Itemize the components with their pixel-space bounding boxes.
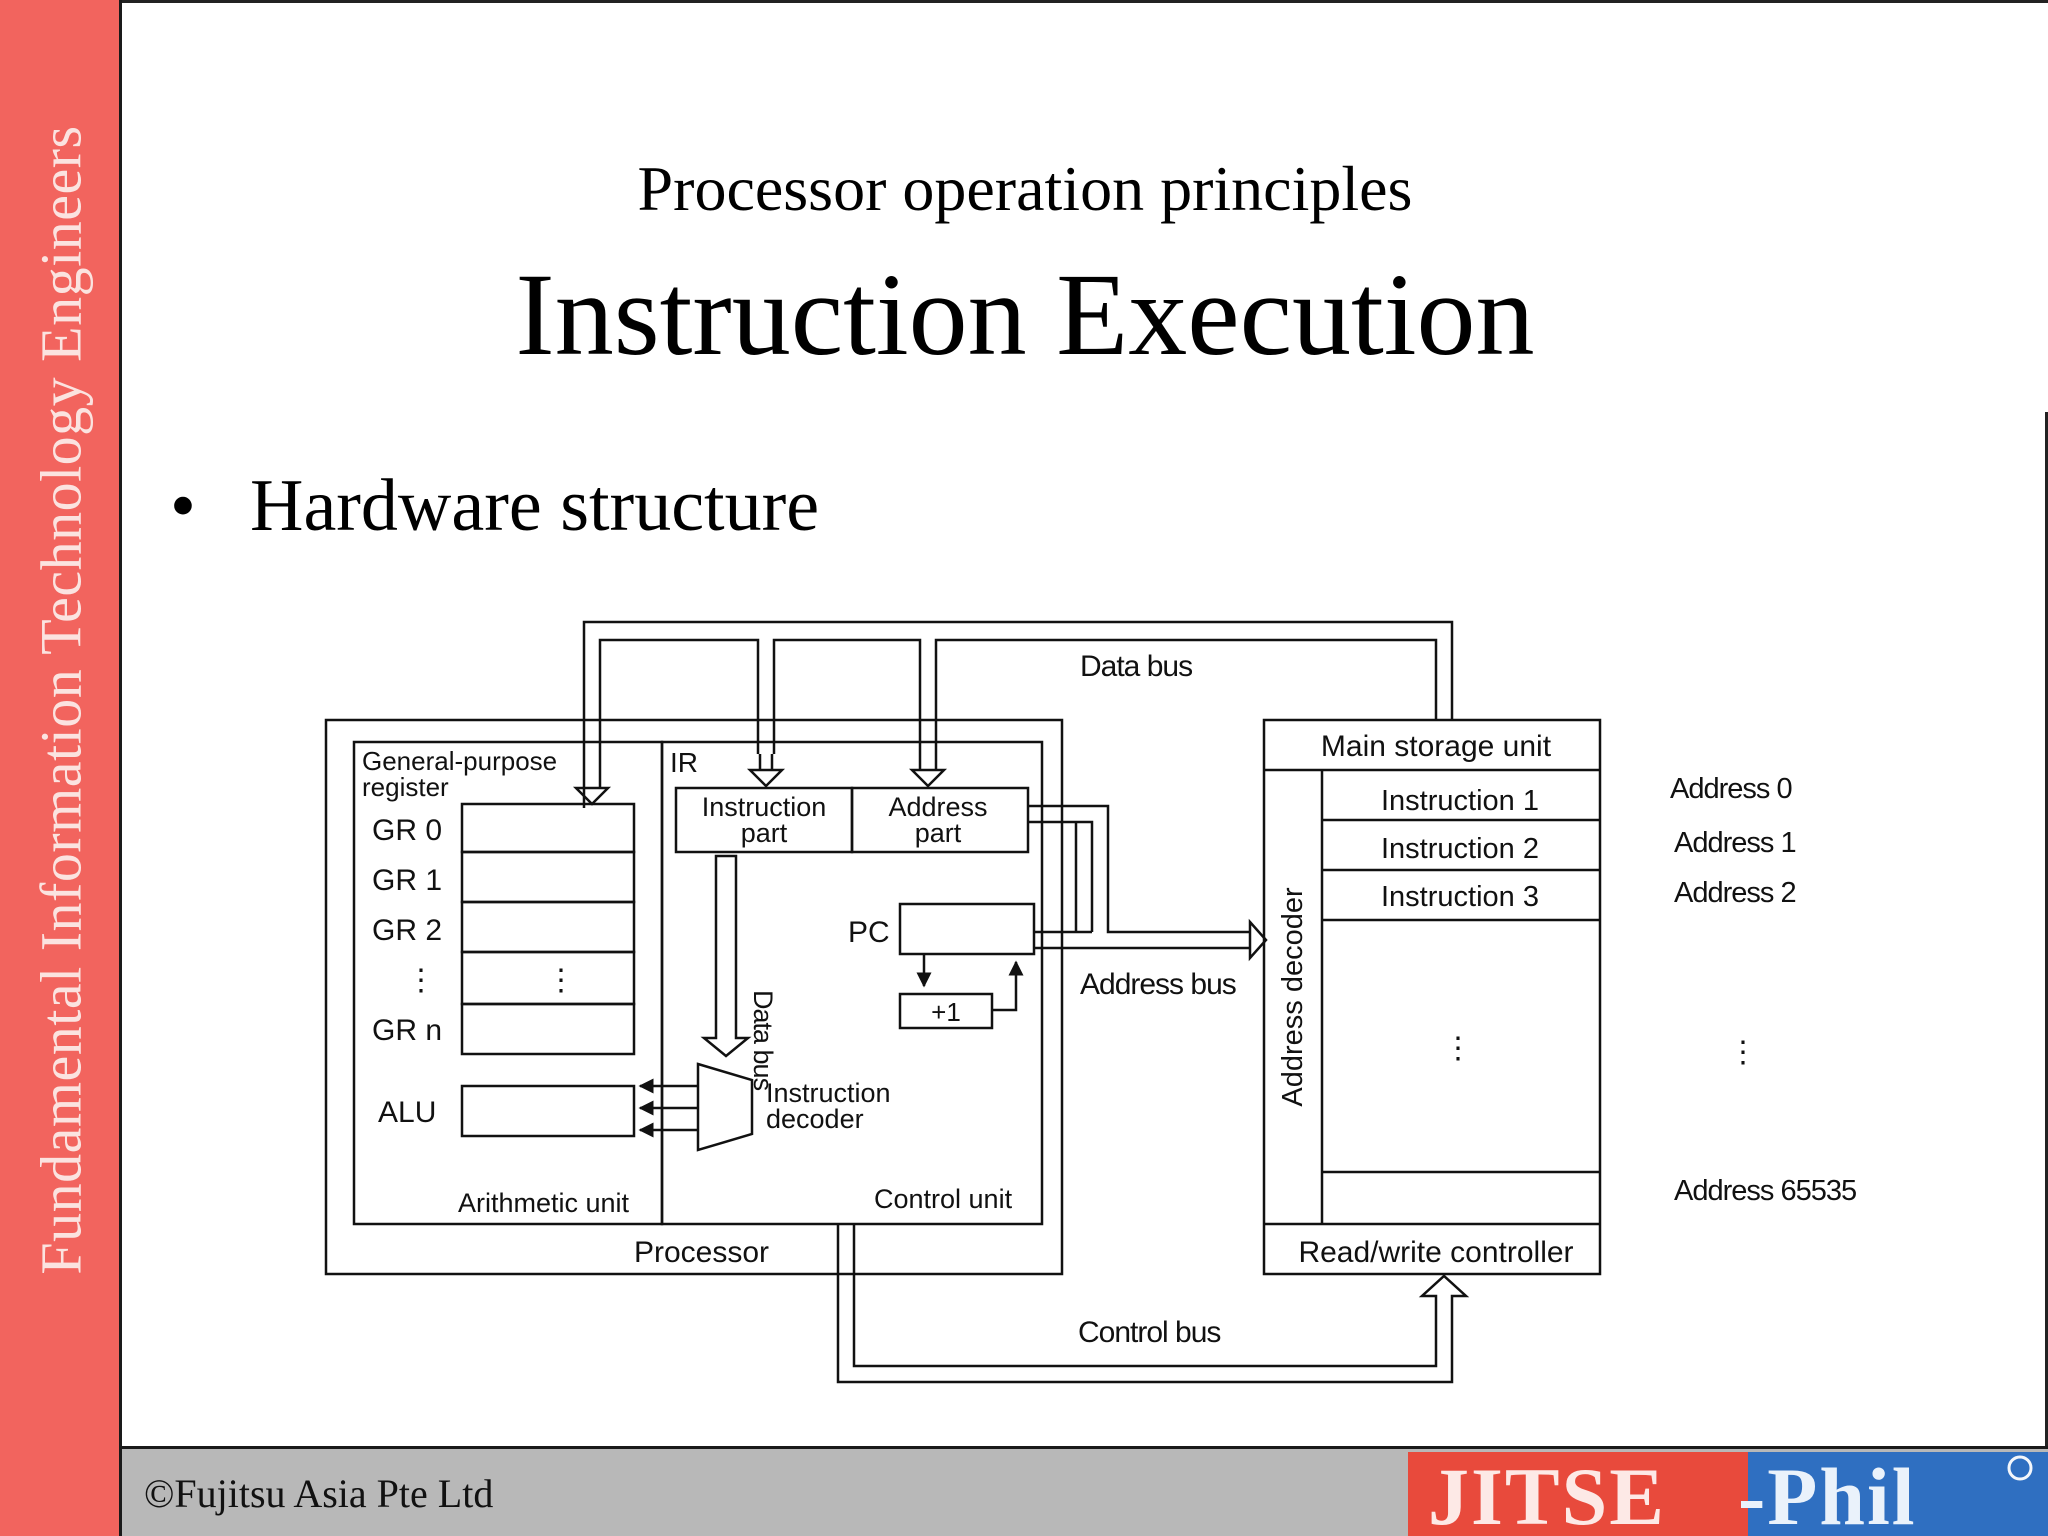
data-bus-vertical-label: Data bus [748,990,778,1091]
ir-address-part [850,786,1030,854]
bullet-text: Hardware structure [250,465,820,547]
slide-title: Instruction Execution [515,249,1535,380]
gr-dots-label: ⋮ [406,964,436,997]
pc-label: PC [848,916,890,949]
address-2-label: Address 2 [1674,877,1796,909]
memory-cell-2: Instruction 2 [1381,833,1539,865]
address-dots-label: ⋮ [1728,1036,1758,1069]
sidebar: Fundamental Information Technology Engin… [0,0,122,1536]
instruction-decoder-shape [696,1062,754,1152]
slide-subtitle: Processor operation principles [637,153,1413,224]
address-1-label: Address 1 [1674,827,1796,859]
processor-label: Processor [634,1236,769,1269]
gr2-label: GR 2 [372,914,442,947]
right-border [2045,412,2048,1446]
hardware-structure-diagram: Data bus General-purpose register GR 0 G… [324,620,1857,1384]
gr1-label: GR 1 [372,864,442,897]
logo-right-text: -Phil [1738,1452,1917,1536]
register-gr1 [460,850,636,904]
alu-box [460,1084,636,1138]
main-storage-unit-label: Main storage unit [1321,730,1552,763]
address-decoder-label: Address decoder [1277,887,1309,1107]
memory-cell-1: Instruction 1 [1381,785,1539,817]
arithmetic-unit-label: Arithmetic unit [458,1188,630,1218]
data-bus-arrow-gpr [572,786,612,806]
address-part-label-2: part [915,818,962,848]
increment-label: +1 [931,997,961,1027]
control-unit-box [660,740,1044,1226]
main-storage-unit-box [1262,718,1602,1276]
data-bus-arrow-ir [746,754,786,788]
increment-to-pc [992,960,1024,1012]
gpr-label-line1: General-purpose [362,746,557,776]
instruction-part-label-1: Instruction [702,792,827,822]
data-bus-arrow-address [908,754,948,788]
gpr-label-line2: register [362,772,449,802]
memory-cell-3: Instruction 3 [1381,881,1539,913]
data-bus-vertical-arrow [700,854,752,1058]
instruction-decoder-label-2: decoder [766,1104,864,1134]
copyright-text: ©Fujitsu Asia Pte Ltd [144,1471,494,1516]
gr0-label: GR 0 [372,814,442,847]
read-write-controller-label: Read/write controller [1298,1236,1573,1269]
memory-cell-dots: ⋮ [1443,1032,1473,1065]
register-gr0 [460,802,636,854]
register-gr2 [460,900,636,954]
register-cell-dots: ⋮ [546,964,576,997]
address-bus-label: Address bus [1080,968,1236,1001]
logo-left-text: JITSE [1428,1452,1666,1536]
register-grn [460,1002,636,1056]
instruction-part-label-2: part [741,818,788,848]
address-65535-label: Address 65535 [1674,1175,1856,1207]
registered-mark-icon [2007,1455,2033,1481]
processor-box [324,718,1064,1276]
control-bus-line [836,1224,1470,1384]
data-bus-label: Data bus [1080,650,1192,683]
address-0-label: Address 0 [1670,773,1792,805]
alu-label: ALU [378,1096,436,1129]
control-bus-label: Control bus [1078,1316,1220,1349]
jitse-phil-logo: JITSE -Phil [1408,1452,2048,1536]
bullet-icon: • [170,465,196,547]
address-bus-arrow [1248,918,1268,962]
ir-label: IR [670,747,698,778]
data-bus-line [582,620,1454,808]
control-unit-label: Control unit [874,1184,1013,1214]
address-part-label-1: Address [888,792,987,822]
address-bus-line [1028,804,1250,950]
grn-label: GR n [372,1014,442,1047]
top-border [122,0,2048,3]
instruction-decoder-label-1: Instruction [766,1078,891,1108]
pc-register [898,902,1036,956]
